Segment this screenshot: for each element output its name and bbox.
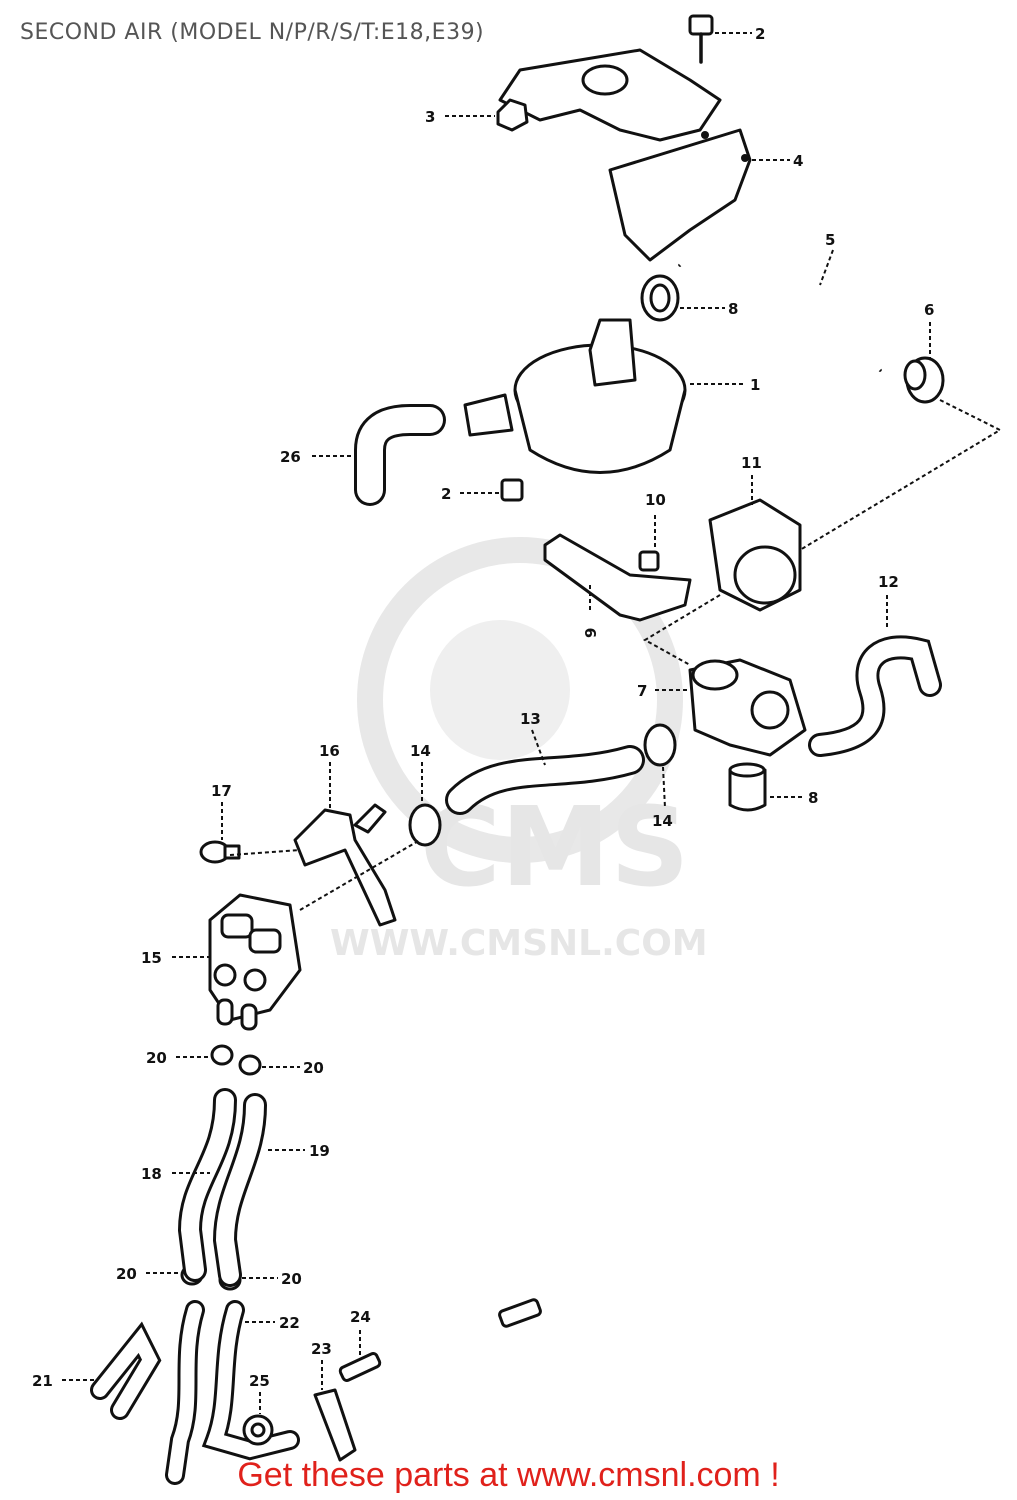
part-nut-25[interactable] [242,1414,274,1446]
callout-16: 16 [319,742,340,810]
part-hose-18[interactable] [177,1088,237,1282]
callout-2-top: 2 [715,25,765,43]
callout-label: 20 [146,1049,167,1067]
callout-label: 16 [319,742,340,760]
part-hose-12[interactable] [808,635,942,757]
callout-5: 5 [819,231,835,286]
callout-17: 17 [211,782,232,840]
part-cover-11[interactable] [708,498,802,612]
callout-label: 3 [425,108,435,126]
callout-label: 25 [249,1372,270,1390]
callout-label: 9 [582,628,600,638]
callout-label: 20 [281,1270,302,1288]
part-hose-26[interactable] [354,404,446,506]
callout-label: 24 [350,1308,371,1326]
part-gasket-23[interactable] [313,1388,357,1462]
callout-label: 19 [309,1142,330,1160]
callout-8-upper: 8 [680,300,738,318]
part-valve-7[interactable] [688,658,807,757]
callout-18: 18 [141,1165,210,1183]
part-bolt-24[interactable] [338,1298,542,1382]
callout-14-left: 14 [410,742,431,803]
callout-4: 4 [752,152,803,170]
callout-23: 23 [311,1340,332,1390]
callout-15: 15 [141,949,210,967]
callout-6: 6 [924,301,934,358]
part-hose-13[interactable] [445,745,645,815]
callout-label: 14 [410,742,431,760]
callout-label: 22 [279,1314,300,1332]
callout-label: 21 [32,1372,53,1390]
callout-label: 26 [280,448,301,466]
callout-14-right: 14 [652,766,673,830]
callout-label: 11 [741,454,762,472]
shop-link[interactable]: Get these parts at www.cmsnl.com ! [237,1456,780,1494]
part-clamp-14-left[interactable] [408,803,442,847]
callout-label: 5 [825,231,835,249]
callout-9: 9 [582,585,600,638]
callout-label: 12 [878,573,899,591]
callout-label: 1 [750,376,760,394]
callout-22: 22 [245,1314,300,1332]
callout-10: 10 [645,491,666,550]
part-hose-19[interactable] [212,1093,267,1287]
diagram-title: SECOND AIR (MODEL N/P/R/S/T:E18,E39) [20,20,485,45]
part-bracket-9[interactable] [543,533,692,622]
part-cap-8[interactable] [728,762,767,812]
callout-21: 21 [32,1372,95,1390]
part-bolt-lower[interactable] [500,478,524,502]
callout-7: 7 [637,682,690,700]
part-air-cleaner-1[interactable] [463,318,687,474]
callout-20-d: 20 [242,1270,302,1288]
callout-label: 8 [808,789,818,807]
callout-label: 2 [441,485,451,503]
callout-label: 14 [652,812,673,830]
part-nut-3[interactable] [496,98,529,132]
callout-20-b: 20 [262,1059,324,1077]
callout-25: 25 [249,1372,270,1414]
callout-3: 3 [425,108,495,126]
callout-1: 1 [690,376,760,394]
callout-24: 24 [350,1308,371,1358]
part-clamp-6[interactable] [903,356,945,404]
callout-label: 17 [211,782,232,800]
callout-label: 7 [637,682,647,700]
callout-label: 13 [520,710,541,728]
callout-label: 20 [116,1265,137,1283]
callout-label: 23 [311,1340,332,1358]
part-reed-valve-15[interactable] [208,893,302,1031]
callout-label: 2 [755,25,765,43]
callout-label: 8 [728,300,738,318]
part-bracket-plate[interactable] [498,48,752,262]
callout-label: 6 [924,301,934,319]
part-bolt-top[interactable] [688,14,714,64]
part-pipe-21[interactable] [90,1300,205,1485]
part-clamp-14-right[interactable] [643,723,677,767]
part-bracket-16[interactable] [293,803,397,927]
callout-20-c: 20 [116,1265,180,1283]
callout-2-lower: 2 [441,485,500,503]
part-hose-5[interactable] [671,230,889,379]
part-bolt-17[interactable] [199,840,241,864]
callout-label: 4 [793,152,803,170]
callout-19: 19 [268,1142,330,1160]
callout-label: 20 [303,1059,324,1077]
callout-26: 26 [280,448,352,466]
watermark-url: WWW.CMSNL.COM [330,923,708,964]
callout-label: 15 [141,949,162,967]
callout-8-lower: 8 [770,789,818,807]
part-clips-20-upper[interactable] [210,1044,262,1076]
callout-20-a: 20 [146,1049,212,1067]
part-clamp-8-upper[interactable] [640,274,680,322]
callout-12: 12 [878,573,899,628]
callout-label: 10 [645,491,666,509]
callout-label: 18 [141,1165,162,1183]
part-pipe-22[interactable] [201,1300,300,1461]
callout-11: 11 [741,454,762,505]
callout-13: 13 [520,710,546,766]
